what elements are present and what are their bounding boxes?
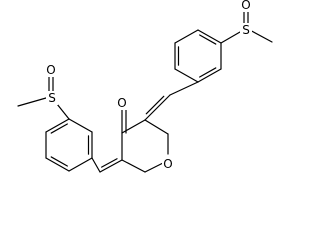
bond-left-ring-s [56, 103, 70, 120]
bond-c5-ch-right [144, 94, 171, 121]
bond-chr-ring [169, 81, 199, 96]
left-sulfur-label-bg [46, 91, 58, 105]
left-benzene-bond-3 [45, 118, 70, 133]
ketone-oxygen-label-bg [116, 96, 128, 110]
bond-right-ring-s [220, 31, 241, 44]
left-sulfoxide-oxygen-label: O [46, 63, 55, 77]
bond-chl-ring [91, 157, 101, 173]
bond-c5-c6 [144, 119, 169, 135]
right-sulfoxide-oxygen-label: O [241, 0, 250, 12]
right-benzene-bond-0 [197, 68, 222, 83]
right-benzene-bond-5 [174, 68, 199, 83]
bond-o1-c2 [144, 162, 164, 173]
right-sulfur-label: S [242, 23, 250, 37]
right-benzene-bond-2-inner [199, 34, 217, 45]
left-benzene-bond-0 [68, 157, 93, 172]
right-benzene-bond-2 [197, 29, 222, 44]
right-sulfur-label-bg [240, 23, 252, 37]
bond-c2-c3 [121, 159, 146, 173]
bond-c3-ch-left [99, 159, 123, 173]
ring-oxygen-label-bg [162, 157, 174, 171]
left-sulfoxide-oxygen-label-bg [45, 63, 57, 77]
bond-left-s-methyl [17, 97, 47, 107]
left-benzene-bond-3-inner [50, 123, 68, 134]
bond-c3-ch-left-second [101, 158, 118, 168]
left-sulfur-label: S [48, 91, 56, 105]
left-benzene-bond-1 [45, 157, 70, 172]
right-sulfoxide-oxygen-label-bg [240, 0, 252, 12]
bond-c5-ch-right-second [145, 95, 165, 115]
ring-oxygen-label: O [163, 157, 172, 171]
ketone-oxygen-label: O [117, 96, 126, 110]
left-benzene-bond-4 [68, 118, 93, 133]
right-benzene-bond-0-inner [199, 67, 217, 78]
right-benzene-bond-3 [174, 29, 199, 44]
left-benzene-bond-1-inner [50, 156, 68, 167]
